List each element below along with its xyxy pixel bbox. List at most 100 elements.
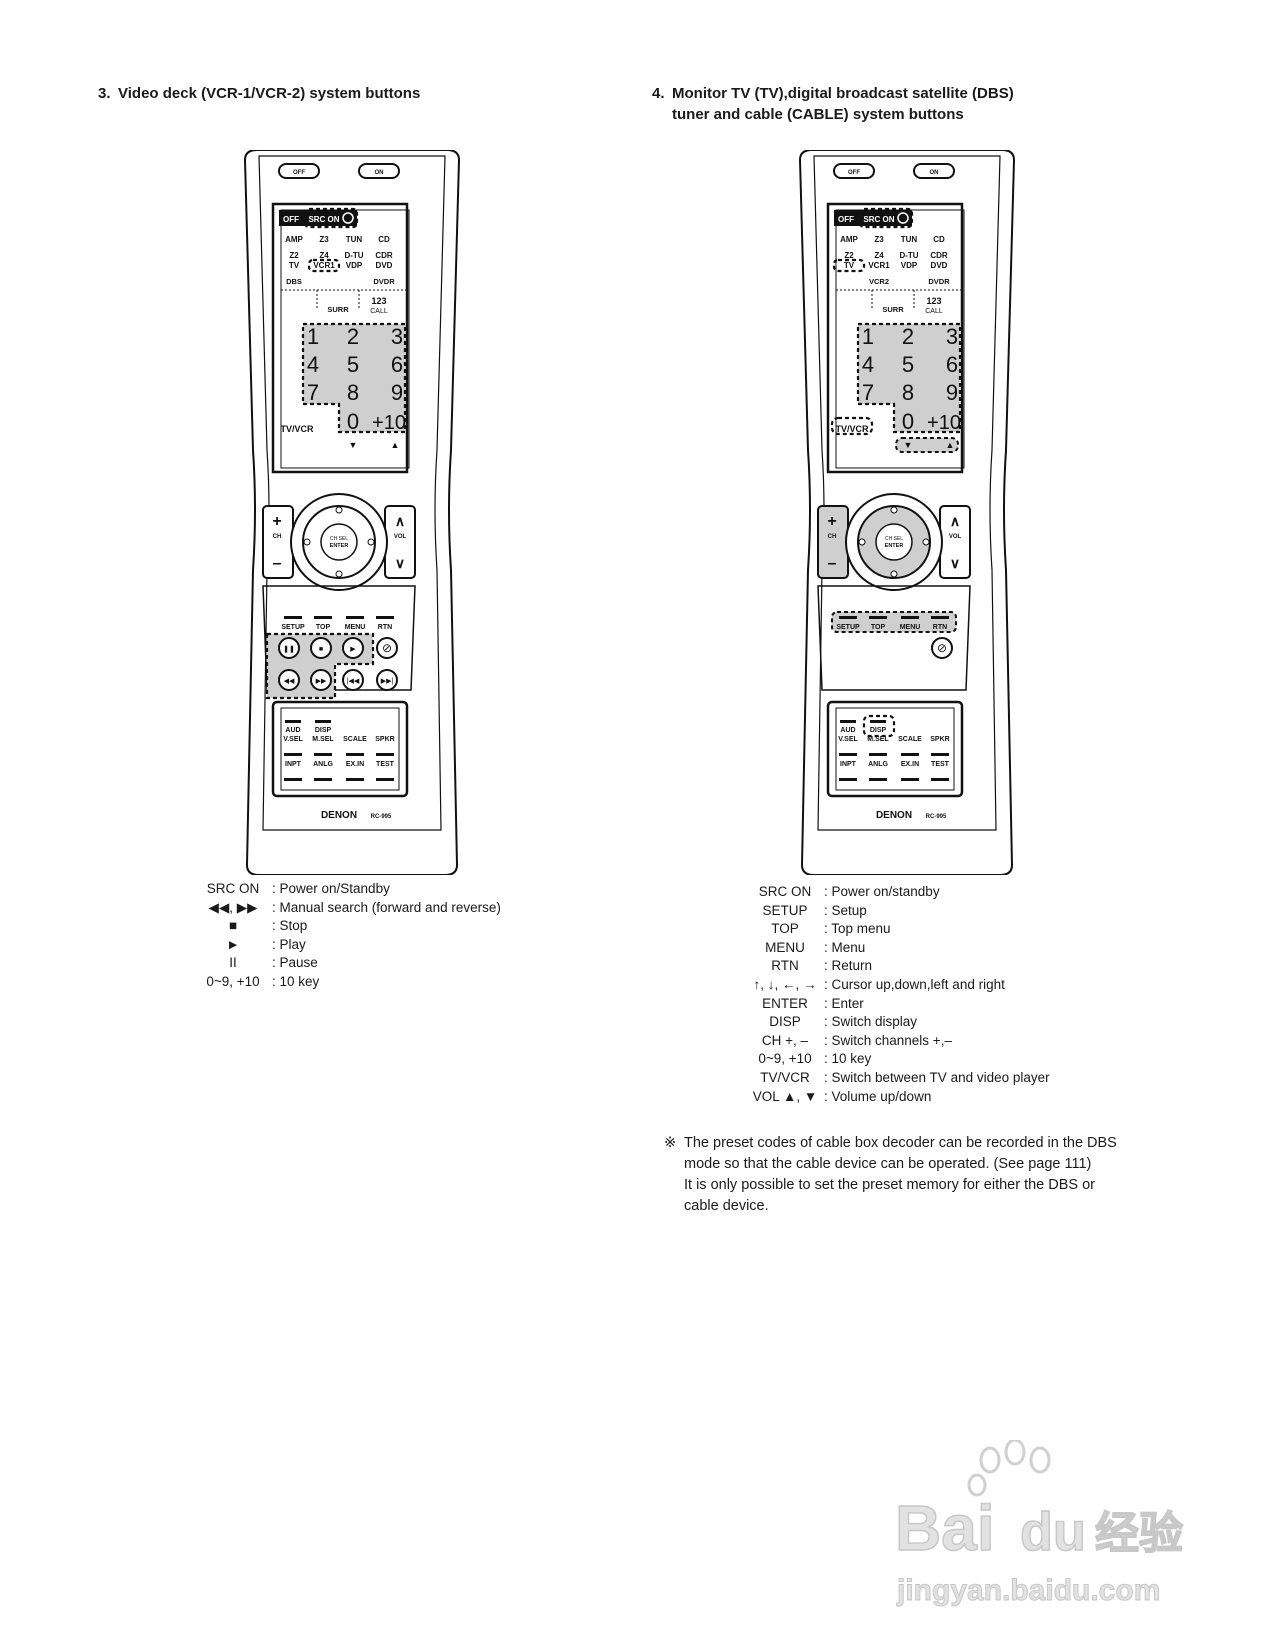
mute-button xyxy=(376,637,398,659)
source-label: AMP xyxy=(285,235,303,244)
menu-key-label: RTN xyxy=(378,624,392,631)
note-line: cable device. xyxy=(684,1198,769,1214)
key-3: 3 xyxy=(391,324,403,349)
src-on-label: SRC ON xyxy=(308,215,339,224)
key-7: 7 xyxy=(307,380,319,405)
cursor-dot xyxy=(890,506,898,514)
source-label: TUN xyxy=(346,235,363,244)
legend-row: ■: Stop xyxy=(200,917,501,936)
menu-key-bar xyxy=(284,616,302,619)
legend-description: : Switch between TV and video player xyxy=(824,1069,1050,1085)
ch-minus-label: – xyxy=(828,555,837,572)
function-bar xyxy=(314,753,332,756)
legend-key: II xyxy=(229,955,237,971)
enter-label: ENTER xyxy=(330,543,349,549)
cursor-dot xyxy=(367,538,375,546)
mute-icon: ⊘ xyxy=(937,641,947,655)
function-bar xyxy=(931,753,949,756)
aud-bar xyxy=(840,720,856,723)
note-line: mode so that the cable device can be ope… xyxy=(684,1156,1092,1172)
key-5: 5 xyxy=(902,352,914,377)
vcr2-label: VCR2 xyxy=(869,277,889,286)
note-line: It is only possible to set the preset me… xyxy=(684,1177,1096,1193)
function-block xyxy=(826,700,964,798)
function-bar xyxy=(376,778,394,781)
key-plus10: +10 xyxy=(927,412,961,434)
up-arrow-icon: ▲ xyxy=(946,440,955,450)
function-bar xyxy=(376,753,394,756)
menu-key-bar xyxy=(931,616,949,619)
legend-row: II: Pause xyxy=(200,954,501,973)
key-0: 0 xyxy=(902,409,914,434)
legend-key: ■ xyxy=(228,918,238,934)
mute-icon: ⊘ xyxy=(382,641,392,655)
legend-key: SETUP xyxy=(762,902,808,918)
section-4-number: 4. xyxy=(652,85,665,102)
legend-key: CH +, – xyxy=(761,1032,809,1048)
aud-label: AUD xyxy=(285,727,300,734)
aud-label: AUD xyxy=(840,727,855,734)
ten-key-area xyxy=(856,322,962,434)
source-label: AMP xyxy=(840,235,858,244)
note-body: The preset codes of cable box decoder ca… xyxy=(684,1133,1184,1217)
enter-label: ENTER xyxy=(885,543,904,549)
menu-key-label: TOP xyxy=(871,624,886,631)
legend-row: ENTER: Enter xyxy=(752,995,1050,1014)
function-label: INPT xyxy=(840,761,857,768)
cursor-dot xyxy=(335,506,343,514)
chsel-label: CH SEL xyxy=(330,536,348,542)
legend-key: VOL ▲, ▼ xyxy=(752,1088,818,1104)
enter-button xyxy=(320,523,358,561)
brand-logo: DENON xyxy=(321,810,357,821)
legend-row: TOP: Top menu xyxy=(752,920,1050,939)
pause-icon-button xyxy=(278,637,300,659)
source-bar xyxy=(279,210,357,226)
src-on-label: SRC ON xyxy=(863,215,894,224)
legend-description: : Switch display xyxy=(824,1014,918,1030)
function-label: TEST xyxy=(931,761,950,768)
stop-icon-button xyxy=(310,637,332,659)
legend-key: ↑, ↓, ←, → xyxy=(753,976,817,992)
menu-key-bar xyxy=(901,616,919,619)
function-bar xyxy=(869,778,887,781)
function-label: EX.IN xyxy=(901,761,919,768)
legend-key: 0~9, +10 xyxy=(758,1051,812,1067)
legend-key: DISP xyxy=(769,1014,801,1030)
function-bar xyxy=(901,778,919,781)
power-icon xyxy=(342,212,354,224)
function-label: SPKR xyxy=(375,736,394,743)
legend-row: 0~9, +10: 10 key xyxy=(200,973,501,992)
key-8: 8 xyxy=(902,380,914,405)
source-label: D-TU xyxy=(899,251,918,260)
source-label: Z2 xyxy=(289,251,299,260)
tvvcr-highlight xyxy=(830,416,874,436)
pause-icon: ❚❚ xyxy=(283,645,295,653)
function-label: ANLG xyxy=(313,761,333,768)
lower-panel xyxy=(262,585,416,691)
stop-icon: ■ xyxy=(319,646,323,653)
function-block xyxy=(271,700,409,798)
vol-arrows-highlight xyxy=(895,437,959,453)
function-bar xyxy=(346,753,364,756)
legend-description: : Return xyxy=(824,958,873,974)
legend-description: : Power on/Standby xyxy=(272,881,390,896)
surr-label: SURR xyxy=(882,305,904,314)
function-label: SPKR xyxy=(930,736,949,743)
on-button-label: ON xyxy=(930,170,939,176)
model-label: RC-995 xyxy=(926,814,947,820)
function-bar xyxy=(839,753,857,756)
key-6: 6 xyxy=(391,352,403,377)
source-label: TV xyxy=(289,261,300,270)
watermark-brand2: du xyxy=(1020,1502,1086,1562)
key-8: 8 xyxy=(347,380,359,405)
enter-button xyxy=(875,523,913,561)
legend-description: : 10 key xyxy=(824,1051,872,1067)
baidu-jingyan-watermark: Bai du 经验 jingyan.baidu.com xyxy=(895,1440,1184,1608)
dbs-label: DBS xyxy=(286,277,302,286)
key-3: 3 xyxy=(946,324,958,349)
legend-row: SRC ON: Power on/Standby xyxy=(200,880,501,899)
legend-key: RTN xyxy=(771,958,799,974)
legend-description: : 10 key xyxy=(272,973,320,989)
